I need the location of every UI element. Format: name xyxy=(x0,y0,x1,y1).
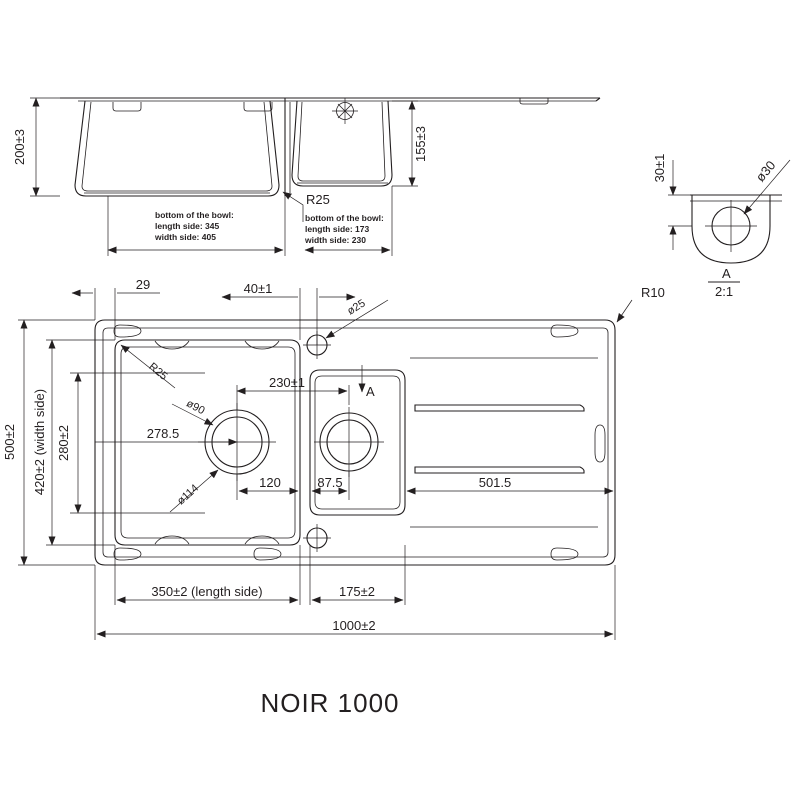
dim-outer-radius: R10 xyxy=(616,285,665,323)
detail-label-a: A xyxy=(722,266,731,281)
plan-corner-slot-bc xyxy=(253,547,282,561)
dim-edge-offset: 29 xyxy=(71,277,160,340)
dim-depth-left: 200±3 xyxy=(12,97,60,197)
note-left-bowl: bottom of the bowl: length side: 345 wid… xyxy=(154,210,234,242)
dim-waste-dia-outer: ø114 xyxy=(169,469,219,513)
dim-230-label: 230±1 xyxy=(269,375,305,390)
dim-200-label: 200±3 xyxy=(12,129,27,165)
plan-tap-hole-bottom xyxy=(303,524,331,552)
plan-bowl-small xyxy=(309,369,406,516)
dim-bowl-height: 420±2 (width side) xyxy=(32,339,115,546)
dim-waste-to-edge-1: 120 xyxy=(236,474,301,500)
note-right-line1: bottom of the bowl: xyxy=(305,213,384,223)
dim-bowl-center-height: 280±2 xyxy=(56,372,205,514)
dim-420-label: 420±2 (width side) xyxy=(32,389,47,495)
note-right-line3: width side: 230 xyxy=(304,235,366,245)
plan-waste-small xyxy=(314,407,384,477)
dim-500-label: 500±2 xyxy=(2,424,17,460)
detail-label-block: A 2:1 xyxy=(708,266,740,299)
dim-155-label: 155±3 xyxy=(413,126,428,162)
detail-marker-a: A xyxy=(358,365,375,399)
dim-main-bowl-length: 350±2 (length side) xyxy=(114,545,301,605)
dia-30-label: ø30 xyxy=(753,158,779,185)
plan-view: 500±2 420±2 (width side) 280±2 29 xyxy=(2,277,665,640)
plan-outer-outline xyxy=(94,319,616,566)
plan-corner-slot-bl xyxy=(113,547,142,561)
dim-waste-dia-inner: ø90 xyxy=(171,398,214,426)
dim-tap-offset: 40±1 xyxy=(221,281,356,345)
plan-corner-slot-tr xyxy=(550,324,579,338)
dim-small-bowl-length: 175±2 xyxy=(309,545,406,605)
plan-side-oval xyxy=(594,424,606,463)
note-left-line3: width side: 405 xyxy=(154,232,216,242)
dia-90-label: ø90 xyxy=(184,398,206,418)
dim-40-label: 40±1 xyxy=(244,281,273,296)
dim-175-label: 175±2 xyxy=(339,584,375,599)
plan-corner-slot-tl xyxy=(113,324,142,338)
note-left-line2: length side: 345 xyxy=(155,221,220,231)
r10-label: R10 xyxy=(641,285,665,300)
dim-30-label: 30±1 xyxy=(652,154,667,183)
dim-875-label: 87.5 xyxy=(317,475,342,490)
plan-bowl-large xyxy=(114,339,301,546)
elevation-view: 200±3 155±3 R25 bottom of the bowl: leng… xyxy=(12,97,601,256)
dim-5015-label: 501.5 xyxy=(479,475,512,490)
dim-depth-right: 155±3 xyxy=(392,100,428,187)
dim-29-label: 29 xyxy=(136,277,150,292)
page-title: NOIR 1000 xyxy=(260,688,399,718)
dim-detail-dia: ø30 xyxy=(743,158,791,215)
dim-bowl-spacing: 230±1 xyxy=(236,375,350,410)
dim-overall-height: 500±2 xyxy=(2,319,95,566)
dim-350-label: 350±2 (length side) xyxy=(151,584,262,599)
plan-drainer xyxy=(410,357,598,528)
dim-drainer-length: 501.5 xyxy=(404,470,616,495)
dim-overall-width: 1000±2 xyxy=(94,565,616,640)
note-left-line1: bottom of the bowl: xyxy=(155,210,234,220)
plan-corner-slot-br xyxy=(550,547,579,561)
elevation-r25-leader: R25 xyxy=(282,191,330,222)
dim-280-label: 280±2 xyxy=(56,425,71,461)
tap-hole-symbol-elevation xyxy=(332,98,358,124)
detail-marker-label: A xyxy=(366,384,375,399)
r25-label-elevation: R25 xyxy=(306,192,330,207)
dim-2785-label: 278.5 xyxy=(147,426,180,441)
note-right-line2: length side: 173 xyxy=(305,224,370,234)
dia-114-label: ø114 xyxy=(175,482,201,507)
dim-detail-height: 30±1 xyxy=(652,154,692,250)
note-right-bowl: bottom of the bowl: length side: 173 wid… xyxy=(304,213,384,245)
dim-corner-radius: R25 xyxy=(120,344,176,389)
detail-scale: 2:1 xyxy=(715,284,733,299)
dim-waste-from-left: 278.5 xyxy=(95,426,238,446)
dim-waste-to-edge-2: 87.5 xyxy=(309,471,350,500)
r25-label-plan: R25 xyxy=(146,361,169,383)
dim-1000-label: 1000±2 xyxy=(332,618,375,633)
dim-tap-dia: ø25 xyxy=(325,297,389,339)
detail-view-a: 30±1 ø30 A 2:1 xyxy=(652,154,791,299)
dim-120-label: 120 xyxy=(259,475,281,490)
